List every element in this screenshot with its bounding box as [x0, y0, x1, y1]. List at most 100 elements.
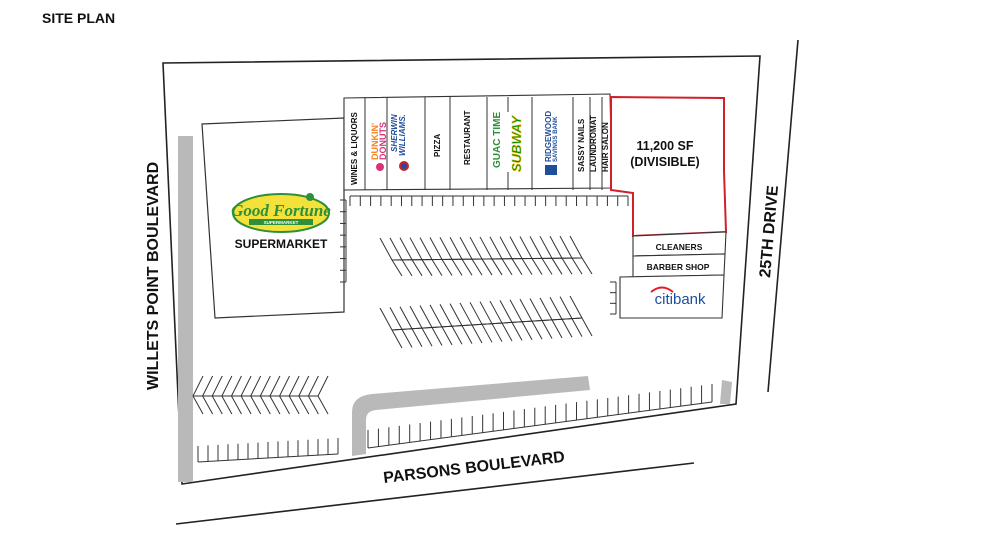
tenant-wines-liquors: WINES & LIQUORS: [350, 111, 359, 185]
lot-sw-b-stall: [298, 395, 310, 415]
lot-lower-a-stall: [509, 299, 523, 323]
available-area: 11,200 SF: [637, 139, 694, 153]
lot-sw-b-stall: [221, 395, 233, 415]
tenant-pizza: PIZZA: [433, 134, 442, 157]
subway-logo: SUBWAY: [509, 115, 524, 172]
entrance-driveway: [352, 376, 590, 456]
lot-lower-b-stall: [571, 318, 583, 337]
lot-upper-a-stall: [419, 237, 433, 260]
lot-lower-a-stall: [409, 305, 423, 329]
lot-upper-a-stall: [389, 237, 403, 261]
lot-sw-a-stall: [259, 375, 271, 397]
tenant-label: SASSY NAILS: [577, 118, 586, 172]
lot-upper-b-stall: [411, 259, 423, 277]
lot-upper-a-stall: [549, 235, 563, 259]
lot-upper-a-stall: [519, 236, 533, 259]
lot-lower-b-stall: [511, 322, 523, 341]
lot-upper-b-stall: [421, 259, 433, 276]
citi-arc-icon: [650, 286, 674, 293]
lot-sw-b-stall: [231, 395, 242, 415]
cleaners-label: CLEANERS: [656, 242, 703, 252]
lot-lower-a-stall: [489, 300, 503, 324]
lot-sw-a-stall: [269, 375, 281, 397]
lot-lower-b-baseline: [391, 317, 583, 331]
lot-lower-a-stall: [459, 302, 473, 326]
available-note: (DIVISIBLE): [630, 155, 699, 169]
store-dividers: [364, 97, 603, 190]
lot-sw-b-stall: [250, 395, 262, 415]
lot-upper-a-stall: [499, 236, 513, 259]
lot-upper-a-stall: [429, 237, 443, 260]
barber-shop-label: BARBER SHOP: [647, 262, 710, 272]
lot-upper-b-stall: [401, 259, 413, 277]
dunkin-logo-line2: DONUTS: [378, 122, 388, 160]
lot-sw-b-stall: [279, 395, 290, 415]
lot-sw-a-stall: [211, 375, 223, 397]
lot-sw-a-stall: [202, 375, 214, 397]
lot-upper-b-stall: [391, 259, 403, 277]
lot-sw-a-stall: [240, 375, 252, 397]
lot-lower-a-stall: [449, 303, 463, 326]
lot-sw-a-stall: [307, 375, 319, 397]
lot-sw-b-stall: [307, 395, 319, 415]
tenant-label: RESTAURANT: [463, 110, 472, 165]
lot-upper-a-stall: [399, 237, 413, 261]
lot-lower-a-stall: [379, 307, 393, 331]
willets-point-boulevard-label: WILLETS POINT BOULEVARD: [145, 162, 162, 390]
lot-upper-b-stall: [531, 258, 543, 275]
lot-upper-b-stall: [511, 258, 523, 276]
ridgewood-logo-line2: SAVINGS BANK: [553, 116, 559, 162]
supermarket-label: SUPERMARKET: [235, 237, 328, 251]
lot-lower-a-stall: [499, 300, 513, 323]
lot-sw-a-stall: [250, 375, 262, 397]
lot-upper-a-stall: [449, 237, 463, 260]
lot-sw-b-stall: [269, 395, 281, 415]
lot-sw-a-stall: [288, 375, 300, 397]
lot-lower-a-stall: [389, 307, 403, 330]
lot-upper-a-stall: [539, 236, 553, 259]
lot-sw-a-stall: [317, 375, 329, 397]
ridgewood-emblem-icon: [545, 165, 557, 175]
lot-lower-b-stall: [531, 320, 543, 340]
lot-sw-b-stall: [317, 395, 329, 415]
page-title: SITE PLAN: [42, 10, 115, 26]
lot-lower-a-stall: [529, 298, 543, 321]
lot-upper-a-stall: [509, 236, 523, 259]
tenant-sherwin-williams: SHERWIN WILLIAMS.: [390, 114, 409, 171]
lot-upper-b-stall: [521, 258, 533, 275]
good-fortune-logo-text: Good Fortune: [231, 201, 331, 220]
lot-sw-a-stall: [298, 375, 310, 397]
lot-lower-b-stall: [501, 322, 513, 342]
lot-upper-a-stall: [569, 235, 583, 259]
lot-sw-b-stall: [259, 395, 271, 415]
lot-lower-b-stall: [551, 319, 563, 339]
lot-sw-b-stall: [211, 395, 223, 415]
lot-sw-a-stall: [221, 375, 233, 397]
sherwin-logo-line2: WILLIAMS.: [398, 114, 407, 156]
lot-lower-b-stall: [451, 325, 463, 345]
tenant-sassy-nails: SASSY NAILS: [577, 118, 586, 172]
lot-lower-a-stall: [539, 297, 553, 321]
tenant-label: PIZZA: [433, 134, 442, 157]
lot-upper-b-stall: [481, 258, 493, 276]
lot-lower-b-stall: [521, 321, 533, 341]
lot-upper-b-stall: [461, 258, 473, 276]
lot-lower-a-stall: [559, 296, 573, 319]
lot-lower-b-stall: [411, 328, 423, 347]
lot-upper-b-stall: [451, 259, 463, 276]
tenant-label: LAUNDROMAT: [589, 115, 598, 172]
lot-upper-a-stall: [489, 236, 503, 260]
lot-upper-b-stall: [571, 257, 583, 275]
property-boundary: [162, 55, 761, 485]
parking-areas: [192, 195, 713, 463]
good-fortune-logo: Good Fortune SUPERMARKET: [231, 193, 331, 233]
lot-lower-b-stall: [401, 329, 413, 348]
lot-upper-a-stall: [439, 237, 453, 260]
tenant-ridgewood-savings-bank: RIDGEWOOD SAVINGS BANK: [544, 111, 559, 175]
coffee-cup-icon: [376, 163, 384, 171]
25th-drive-curb: [767, 39, 799, 393]
tenant-label: WINES & LIQUORS: [350, 111, 359, 185]
lot-sw-b-stall: [240, 395, 252, 415]
lot-upper-b-stall: [431, 259, 443, 276]
